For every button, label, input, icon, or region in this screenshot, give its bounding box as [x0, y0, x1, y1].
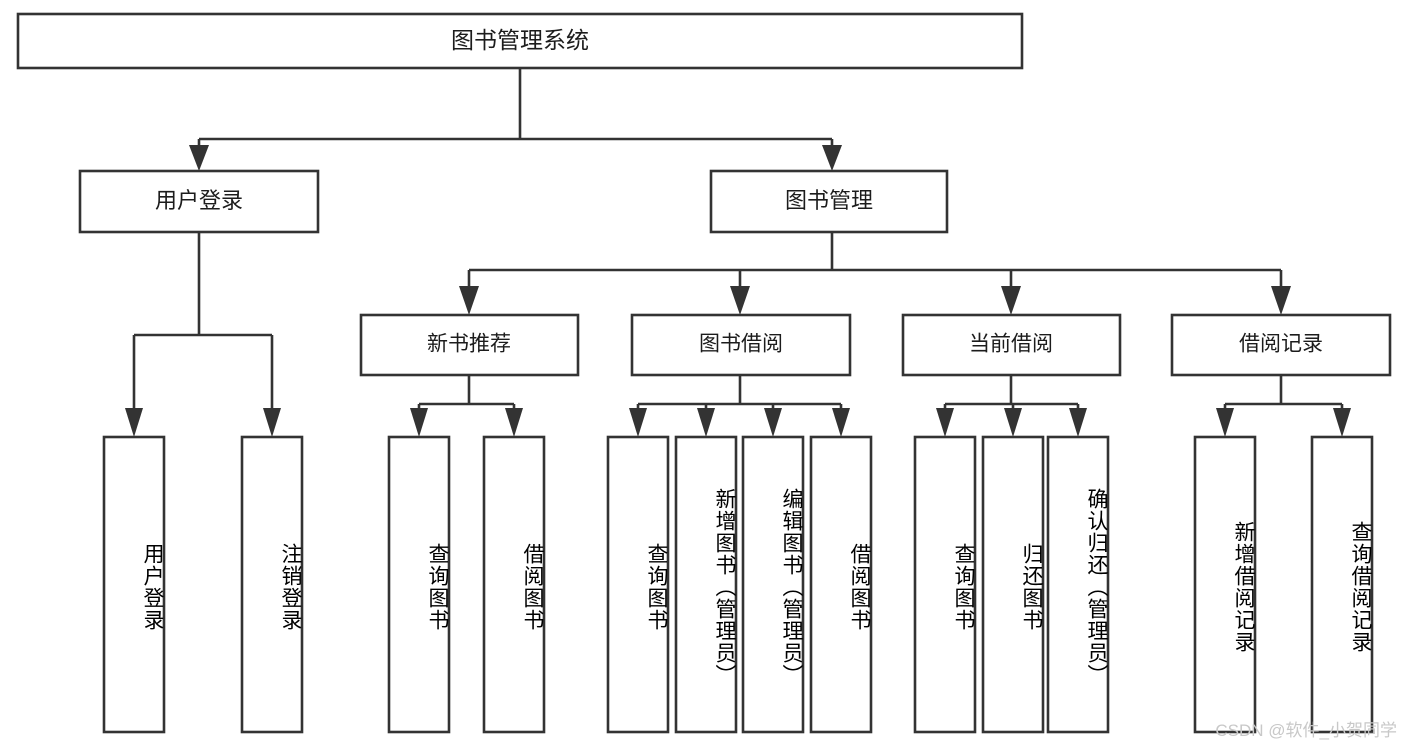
node-user-login-label: 用户登录	[155, 188, 243, 213]
arrow-leaf-query-book-borrow	[629, 408, 647, 437]
node-root-label: 图书管理系统	[451, 27, 589, 53]
arrow-current-borrow	[1001, 286, 1021, 315]
node-leaf-user-logout-box	[240, 435, 304, 734]
node-book-borrow-label: 图书借阅	[699, 333, 783, 356]
arrow-new-book-recommend	[459, 286, 479, 315]
node-leaf-query-book-borrow[interactable]: 查询图书	[606, 435, 670, 734]
arrow-leaf-edit-book	[764, 408, 782, 437]
node-leaf-borrow-book-rec-box	[482, 435, 546, 734]
node-leaf-user-login-label: 用户登录	[141, 542, 164, 631]
node-leaf-confirm-return[interactable]: 确认归还（管理员）	[1046, 435, 1110, 734]
node-root[interactable]: 图书管理系统	[16, 12, 1024, 70]
arrow-user-login	[189, 145, 209, 171]
node-leaf-edit-book[interactable]: 编辑图书（管理员）	[741, 435, 805, 734]
node-leaf-add-borrow-record-label: 新增借阅记录	[1232, 520, 1255, 653]
node-user-login[interactable]: 用户登录	[78, 169, 320, 234]
connector-layer	[125, 68, 1351, 437]
arrow-borrow-record	[1271, 286, 1291, 315]
node-leaf-query-book-current-box	[913, 435, 977, 734]
node-leaf-return-book-label: 归还图书	[1020, 542, 1043, 631]
arrow-leaf-return-book	[1004, 408, 1022, 437]
node-new-book-recommend[interactable]: 新书推荐	[359, 313, 580, 377]
node-leaf-add-book[interactable]: 新增图书（管理员）	[674, 435, 738, 734]
node-leaf-confirm-return-box	[1046, 435, 1110, 734]
node-current-borrow-box	[901, 313, 1122, 377]
node-book-management-label: 图书管理	[785, 188, 873, 213]
node-book-borrow-box	[630, 313, 852, 377]
node-leaf-borrow-book[interactable]: 借阅图书	[809, 435, 873, 734]
node-book-management-box	[709, 169, 949, 234]
node-borrow-record-label: 借阅记录	[1239, 333, 1323, 356]
node-book-borrow[interactable]: 图书借阅	[630, 313, 852, 377]
arrow-book-borrow	[730, 286, 750, 315]
node-leaf-add-borrow-record[interactable]: 新增借阅记录	[1193, 435, 1257, 734]
node-new-book-recommend-label: 新书推荐	[427, 333, 511, 356]
arrow-leaf-query-book-current	[936, 408, 954, 437]
node-leaf-query-borrow-record-label: 查询借阅记录	[1349, 520, 1372, 653]
node-leaf-query-book-borrow-box	[606, 435, 670, 734]
arrow-leaf-user-login	[125, 408, 143, 437]
node-leaf-return-book[interactable]: 归还图书	[981, 435, 1045, 734]
node-leaf-query-book-rec-label: 查询图书	[426, 542, 449, 631]
node-book-management[interactable]: 图书管理	[709, 169, 949, 234]
arrow-leaf-borrow-book	[832, 408, 850, 437]
node-current-borrow-label: 当前借阅	[969, 333, 1053, 356]
node-new-book-recommend-box	[359, 313, 580, 377]
node-root-box	[16, 12, 1024, 70]
arrow-book-management	[822, 145, 842, 171]
node-leaf-query-book-borrow-label: 查询图书	[645, 542, 668, 631]
node-leaf-borrow-book-rec-label: 借阅图书	[521, 542, 544, 631]
node-borrow-record[interactable]: 借阅记录	[1170, 313, 1392, 377]
node-leaf-add-book-label: 新增图书（管理员）	[713, 487, 736, 686]
node-leaf-add-book-box	[674, 435, 738, 734]
node-leaf-query-borrow-record-box	[1310, 435, 1374, 734]
node-leaf-user-logout-label: 注销登录	[279, 542, 302, 631]
arrow-leaf-add-book	[697, 408, 715, 437]
node-leaf-query-book-rec[interactable]: 查询图书	[387, 435, 451, 734]
node-borrow-record-box	[1170, 313, 1392, 377]
node-leaf-add-borrow-record-box	[1193, 435, 1257, 734]
node-user-login-box	[78, 169, 320, 234]
arrow-leaf-query-book-rec	[410, 408, 428, 437]
node-leaf-borrow-book-label: 借阅图书	[848, 542, 871, 631]
node-leaf-edit-book-label: 编辑图书（管理员）	[780, 487, 803, 686]
arrow-leaf-query-borrow-record	[1333, 408, 1351, 437]
node-leaf-borrow-book-box	[809, 435, 873, 734]
node-leaf-query-book-rec-box	[387, 435, 451, 734]
node-leaf-user-login[interactable]: 用户登录	[102, 435, 166, 734]
arrow-leaf-add-borrow-record	[1216, 408, 1234, 437]
node-leaf-return-book-box	[981, 435, 1045, 734]
node-leaf-confirm-return-label: 确认归还（管理员）	[1085, 487, 1108, 686]
node-leaf-edit-book-box	[741, 435, 805, 734]
node-leaf-query-book-current-label: 查询图书	[952, 542, 975, 631]
arrow-leaf-borrow-book-rec	[505, 408, 523, 437]
arrow-leaf-user-logout	[263, 408, 281, 437]
node-leaf-user-logout[interactable]: 注销登录	[240, 435, 304, 734]
node-current-borrow[interactable]: 当前借阅	[901, 313, 1122, 377]
arrow-leaf-confirm-return	[1069, 408, 1087, 437]
node-leaf-user-login-box	[102, 435, 166, 734]
node-leaf-query-borrow-record[interactable]: 查询借阅记录	[1310, 435, 1374, 734]
node-leaf-borrow-book-rec[interactable]: 借阅图书	[482, 435, 546, 734]
node-leaf-query-book-current[interactable]: 查询图书	[913, 435, 977, 734]
